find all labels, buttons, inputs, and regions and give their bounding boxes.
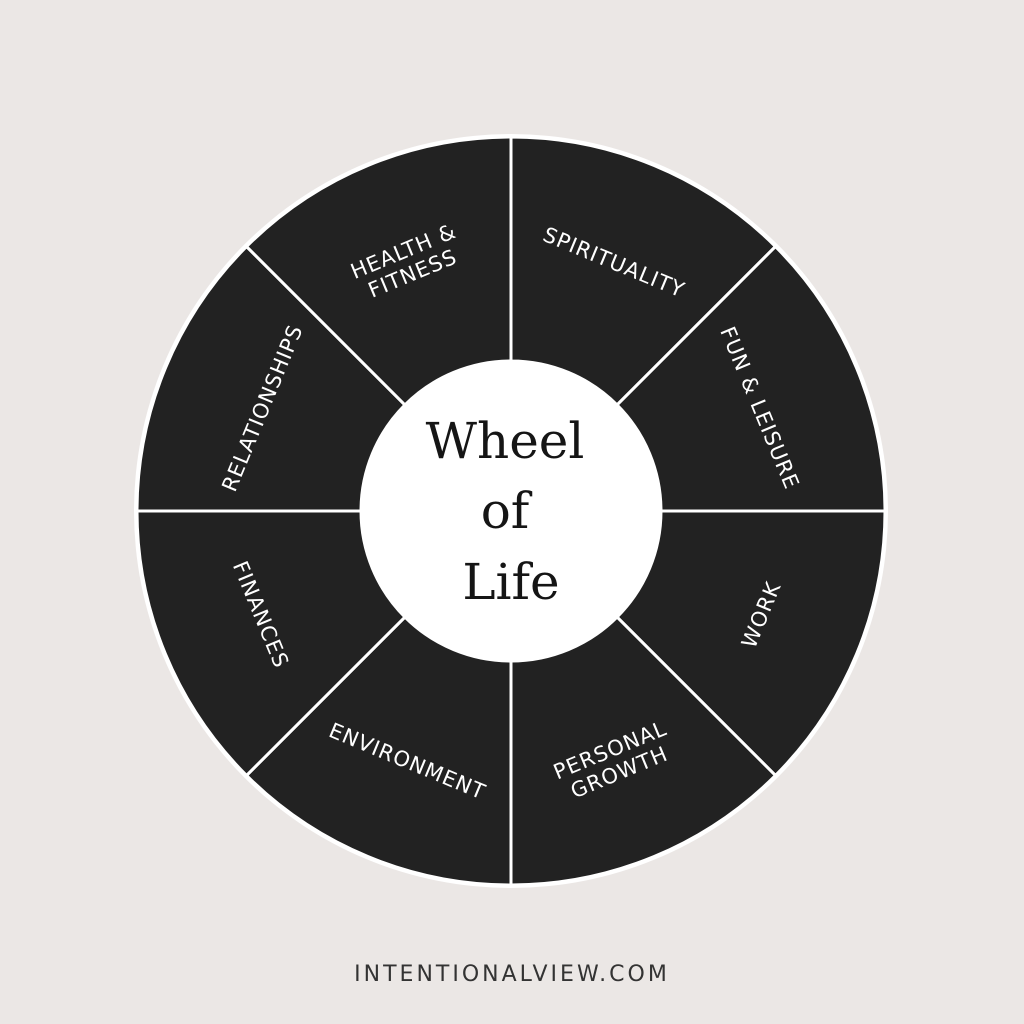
- center-title-line-1: Wheel: [426, 412, 585, 470]
- footer-website: INTENTIONALVIEW.COM: [354, 962, 670, 987]
- wheel-center-title: Wheel of Life: [426, 412, 585, 611]
- center-title-line-2: of: [481, 482, 533, 540]
- center-title-line-3: Life: [462, 553, 559, 611]
- wheel-center-circle: [361, 361, 661, 661]
